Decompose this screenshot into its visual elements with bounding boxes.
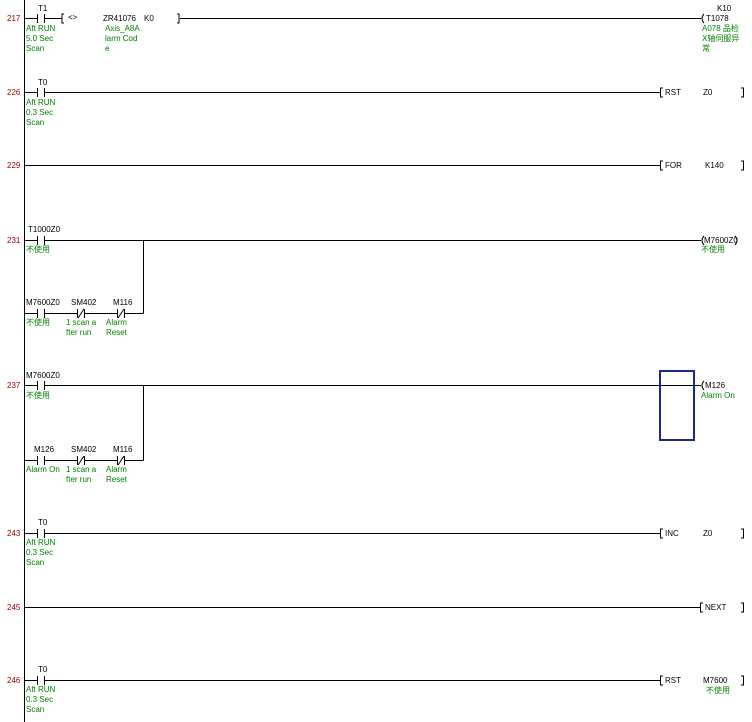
instruction-name[interactable]: NEXT — [705, 603, 727, 612]
instruction-operand[interactable]: Z0 — [703, 529, 713, 538]
step-number: 231 — [7, 236, 21, 245]
contact-comment: Aft RUN 0.3 Sec Scan — [26, 685, 56, 714]
contact-comment: 不使用 — [26, 391, 50, 400]
coil-comment: A078 品检 X轴伺服异 常 — [702, 24, 740, 53]
contact-device[interactable]: T0 — [38, 78, 48, 87]
rung-237 — [25, 380, 705, 466]
instruction-name[interactable]: RST — [665, 676, 681, 685]
compare-operator[interactable]: <> — [68, 13, 78, 22]
instruction-name[interactable]: FOR — [665, 161, 682, 170]
contact-comment: Aft RUN 5.0 Sec Scan — [26, 24, 56, 53]
rung-231 — [25, 235, 738, 319]
contact-comment: Alarm Reset — [106, 318, 127, 337]
coil-device[interactable]: T1078 — [706, 14, 729, 23]
contact-comment: 不使用 — [26, 245, 50, 254]
contact-comment: Alarm On — [26, 465, 60, 474]
step-number: 245 — [7, 603, 21, 612]
step-number: 243 — [7, 529, 21, 538]
contact-device[interactable]: T0 — [38, 665, 48, 674]
instruction-operand-comment: 不使用 — [706, 686, 730, 695]
rung-229 — [25, 160, 744, 171]
instruction-name[interactable]: INC — [665, 529, 679, 538]
contact-device[interactable]: M116 — [113, 298, 133, 307]
instruction-operand[interactable]: Z0 — [703, 88, 713, 97]
step-number: 246 — [7, 676, 21, 685]
instruction-operand[interactable]: K140 — [705, 161, 724, 170]
rung-245 — [25, 602, 744, 613]
coil-comment: Alarm On — [701, 391, 735, 400]
contact-device[interactable]: T1000Z0 — [28, 225, 61, 234]
compare-operand2[interactable]: K0 — [144, 14, 154, 23]
contact-device[interactable]: SM402 — [71, 298, 97, 307]
step-number: 226 — [7, 88, 21, 97]
contact-device[interactable]: M7600Z0 — [26, 371, 60, 380]
rung-243 — [25, 528, 744, 539]
contact-comment: Alarm Reset — [106, 465, 127, 484]
contact-device[interactable]: M126 — [34, 445, 55, 454]
coil-comment: 不使用 — [701, 245, 725, 254]
rung-226 — [25, 87, 744, 98]
instruction-operand[interactable]: M7600 — [703, 676, 728, 685]
contact-comment: Aft RUN 0.3 Sec Scan — [26, 98, 56, 127]
rung-217 — [25, 13, 705, 24]
contact-device[interactable]: M7600Z0 — [26, 298, 60, 307]
contact-comment: 1 scan a fter run — [66, 465, 97, 484]
step-number: 229 — [7, 161, 21, 170]
step-number: 217 — [7, 14, 21, 23]
coil-device[interactable]: M126 — [705, 381, 726, 390]
contact-comment: 1 scan a fter run — [66, 318, 97, 337]
contact-comment: Aft RUN 0.3 Sec Scan — [26, 538, 56, 567]
rung-246 — [25, 675, 744, 686]
coil-device[interactable]: M7600Z0 — [704, 236, 738, 245]
instruction-name[interactable]: RST — [665, 88, 681, 97]
contact-device[interactable]: T0 — [38, 518, 48, 527]
selection-cursor[interactable] — [659, 370, 695, 441]
compare-operand1[interactable]: ZR41076 — [103, 14, 136, 23]
compare-operand1-comment: Axis_A8A larm Cod e — [105, 24, 140, 53]
step-number: 237 — [7, 381, 21, 390]
contact-device[interactable]: M116 — [113, 445, 133, 454]
contact-comment: 不使用 — [26, 318, 50, 327]
contact-device[interactable]: T1 — [38, 4, 48, 13]
contact-device[interactable]: SM402 — [71, 445, 97, 454]
coil-setting[interactable]: K10 — [717, 4, 732, 13]
